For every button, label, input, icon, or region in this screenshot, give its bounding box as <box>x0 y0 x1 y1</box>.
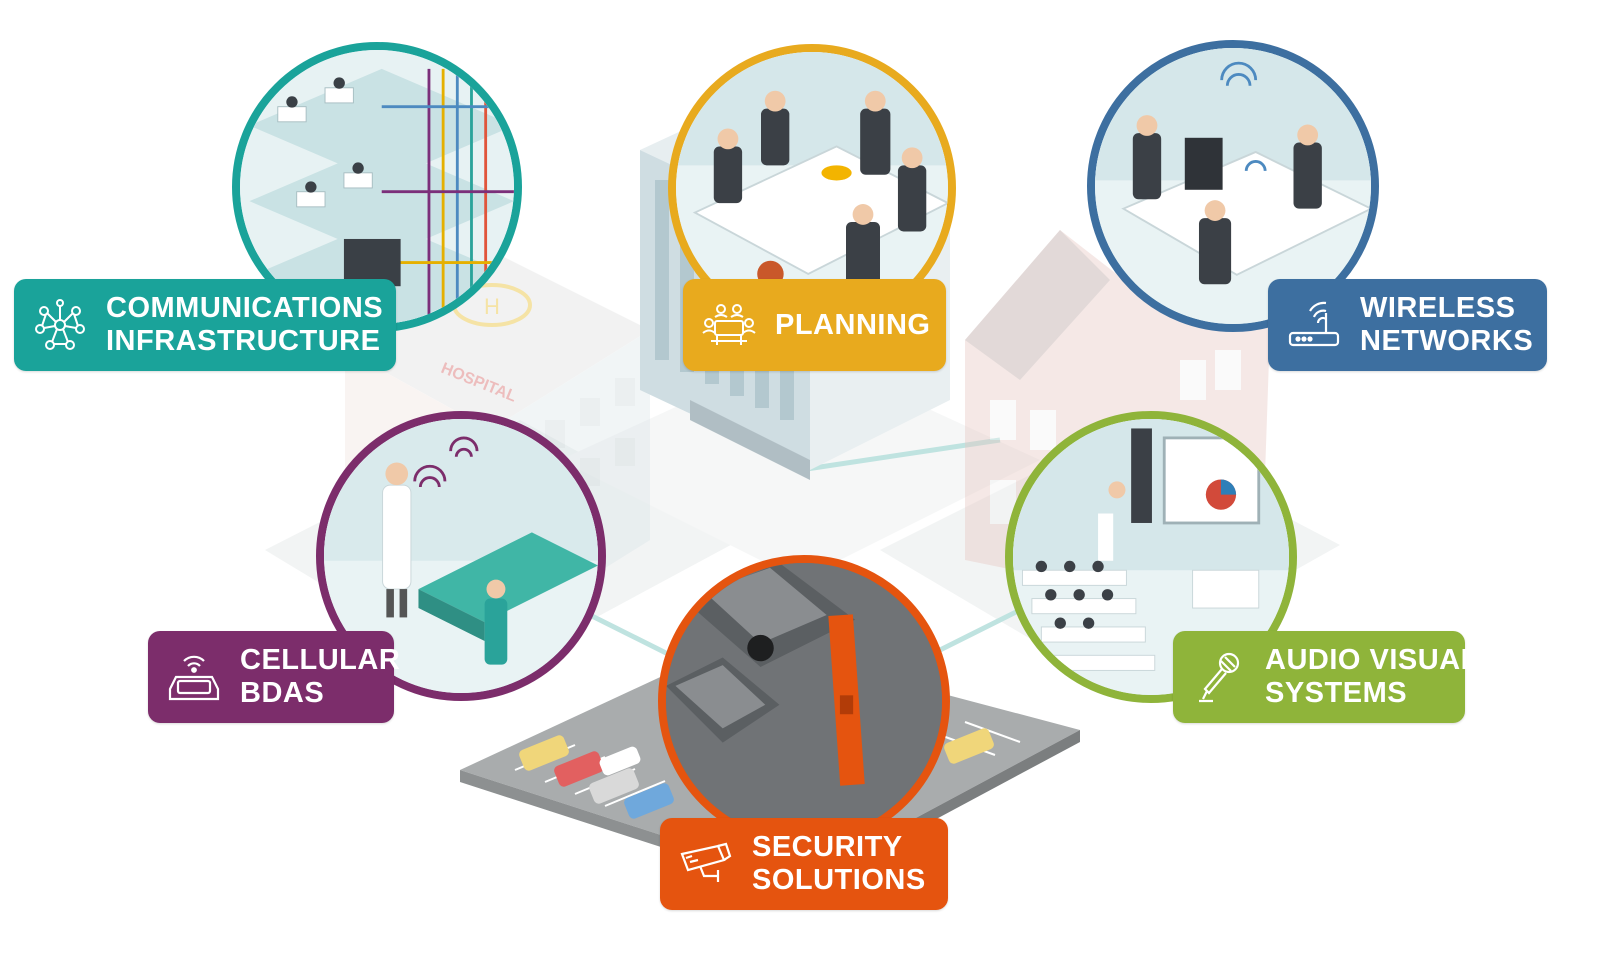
cellular-title-line-1: CELLULAR <box>240 644 401 676</box>
security-title-line-2: SOLUTIONS <box>752 864 926 896</box>
meeting-table-icon <box>701 297 757 353</box>
communications-infrastructure-label[interactable]: COMMUNICATIONS INFRASTRUCTURE <box>14 279 396 371</box>
planning-title: PLANNING <box>775 309 930 342</box>
parked-cars <box>519 728 994 819</box>
office-floors-illustration <box>240 50 514 324</box>
security-solutions-title: SECURITY SOLUTIONS <box>752 831 926 897</box>
parking-garage-illustration <box>666 563 942 839</box>
meeting-room-illustration <box>676 52 948 324</box>
security-solutions-label[interactable]: SECURITY SOLUTIONS <box>660 818 948 910</box>
communications-infrastructure-title: COMMUNICATIONS INFRASTRUCTURE <box>106 292 383 358</box>
audio-visual-scene-circle <box>1005 411 1297 703</box>
planning-label[interactable]: PLANNING <box>683 279 946 371</box>
wireless-title-line-1: WIRELESS <box>1360 292 1516 324</box>
audio-visual-systems-title: AUDIO VISUAL SYSTEMS <box>1265 644 1479 710</box>
security-scene-circle <box>658 555 950 847</box>
wireless-title-line-2: NETWORKS <box>1360 325 1534 357</box>
network-nodes-icon <box>32 297 88 353</box>
cellular-bdas-label[interactable]: CELLULAR BDAS <box>148 631 400 723</box>
wireless-scene-circle <box>1087 40 1379 332</box>
cellular-bdas-title: CELLULAR BDAS <box>240 644 400 710</box>
audio-visual-systems-label[interactable]: AUDIO VISUAL SYSTEMS <box>1173 631 1478 723</box>
wireless-networks-label[interactable]: WIRELESS NETWORKS <box>1268 279 1547 371</box>
audio-visual-title-line-2: SYSTEMS <box>1265 677 1408 709</box>
microphone-icon <box>1191 649 1247 705</box>
communications-title-line-1: COMMUNICATIONS <box>106 292 384 324</box>
cell-signal-tablet-icon <box>166 649 222 705</box>
security-title-line-1: SECURITY <box>752 831 903 863</box>
wireless-office-illustration <box>1095 48 1371 324</box>
cellular-title-line-2: BDAS <box>240 677 325 709</box>
security-camera-icon <box>678 836 734 892</box>
planning-title-line-1: PLANNING <box>775 308 931 341</box>
communications-title-line-2: INFRASTRUCTURE <box>106 325 381 357</box>
wifi-router-icon <box>1286 297 1342 353</box>
audio-visual-title-line-1: AUDIO VISUAL <box>1265 644 1479 676</box>
wireless-networks-title: WIRELESS NETWORKS <box>1360 292 1533 358</box>
